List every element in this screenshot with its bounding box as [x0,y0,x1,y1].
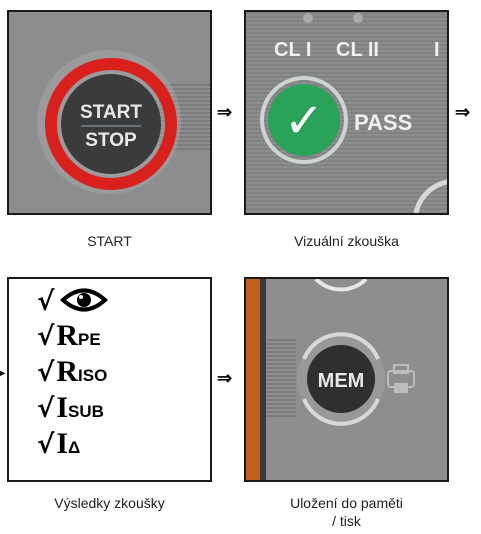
red-ring [45,58,177,190]
stop-label: STOP [85,130,137,151]
start-label: START [80,102,142,123]
result-visual: √ [37,287,109,317]
start-stop-illustration: START STOP [37,50,210,194]
memory-panel: MEM [244,277,449,482]
arrow-left-edge: ▸ [0,368,6,379]
memory-illustration: MEM [246,279,415,480]
step-caption-visual: Vizuální zkouška [294,233,399,249]
step-caption-start: START [87,233,132,249]
result-riso: √RISO [37,355,108,388]
class-1-label: CL I [274,39,311,61]
results-panel: √ √RPE √RISO √ISUB √IΔ [7,277,212,482]
result-isub: √ISUB [37,391,104,424]
step-caption-memory: Uložení do paměti / tisk [290,495,403,529]
mem-label: MEM [318,370,365,392]
arrow-3: ⇒ [217,368,233,388]
mem-button[interactable] [307,345,375,413]
eye-icon [60,288,109,312]
print-icon [387,364,415,393]
result-rpe: √RPE [37,319,101,352]
class-2-label: CL II [336,39,379,61]
start-stop-button[interactable] [61,74,161,174]
step-caption-results: Výsledky zkoušky [54,495,165,511]
visual-test-illustration: CL I CL II I ✓ PASS [246,12,447,213]
arrow-1: ⇒ [217,102,233,122]
pass-button[interactable] [268,84,340,156]
pass-label: PASS [354,110,412,135]
start-step-panel: START STOP [7,10,212,215]
checkmark-icon: ✓ [284,95,324,148]
visual-test-panel: CL I CL II I ✓ PASS [244,10,449,215]
class-3-label: I [434,39,440,61]
result-idelta: √IΔ [37,427,81,460]
arrow-2: ⇒ [455,102,471,122]
